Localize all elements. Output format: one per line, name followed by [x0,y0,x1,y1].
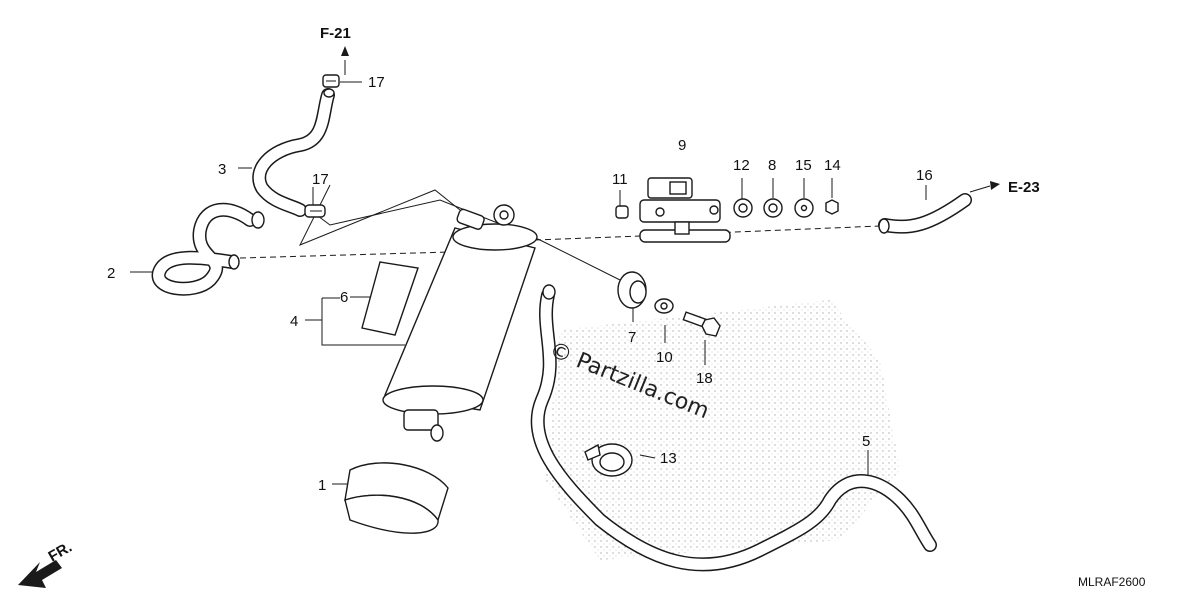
callout-17-lower: 17 [312,171,329,188]
part-6-label-sticker [361,261,419,336]
part-11-collar [615,205,629,219]
ref-fr: FR. [46,539,75,566]
ref-f21: F-21 [320,25,351,42]
callout-9: 9 [678,137,686,154]
callout-16: 16 [916,167,933,184]
callout-2: 2 [107,265,115,282]
callout-6: 6 [340,289,348,306]
part-2-canister-hose [151,202,265,296]
part-17-clip-lower [304,204,326,218]
part-13-hose-clamp [584,443,633,477]
callout-11: 11 [612,171,628,188]
callout-10: 10 [656,349,673,366]
ref-e23: E-23 [1008,179,1040,196]
part-12-grommet [733,198,753,218]
part-4-evap-canister [382,204,538,442]
callout-1: 1 [318,477,326,494]
part-9-purge-valve [639,177,731,243]
part-14-nut [825,199,839,215]
callout-4: 4 [290,313,298,330]
part-8-washer [763,198,783,218]
callout-14: 14 [824,157,841,174]
part-5-drain-hose [530,284,937,572]
callout-13: 13 [660,450,677,467]
front-direction-arrow [18,560,62,588]
callout-17-upper: 17 [368,74,385,91]
callout-15: 15 [795,157,812,174]
callout-8: 8 [768,157,776,174]
diagram-code: MLRAF2600 [1078,575,1146,589]
callout-12: 12 [733,157,750,174]
part-17-clip-upper [322,74,340,88]
part-15-washer [794,198,814,218]
part-3-vent-hose [252,88,335,217]
part-18-bolt [682,311,721,337]
stipple-background [545,300,900,560]
callout-3: 3 [218,161,226,178]
part-1-canister-band [344,462,449,534]
part-7-mount-rubber [617,271,647,309]
part-16-purge-hose [878,193,972,234]
callout-18: 18 [696,370,713,387]
part-10-collar [654,298,674,314]
callout-7: 7 [628,329,636,346]
callout-5: 5 [862,433,870,450]
